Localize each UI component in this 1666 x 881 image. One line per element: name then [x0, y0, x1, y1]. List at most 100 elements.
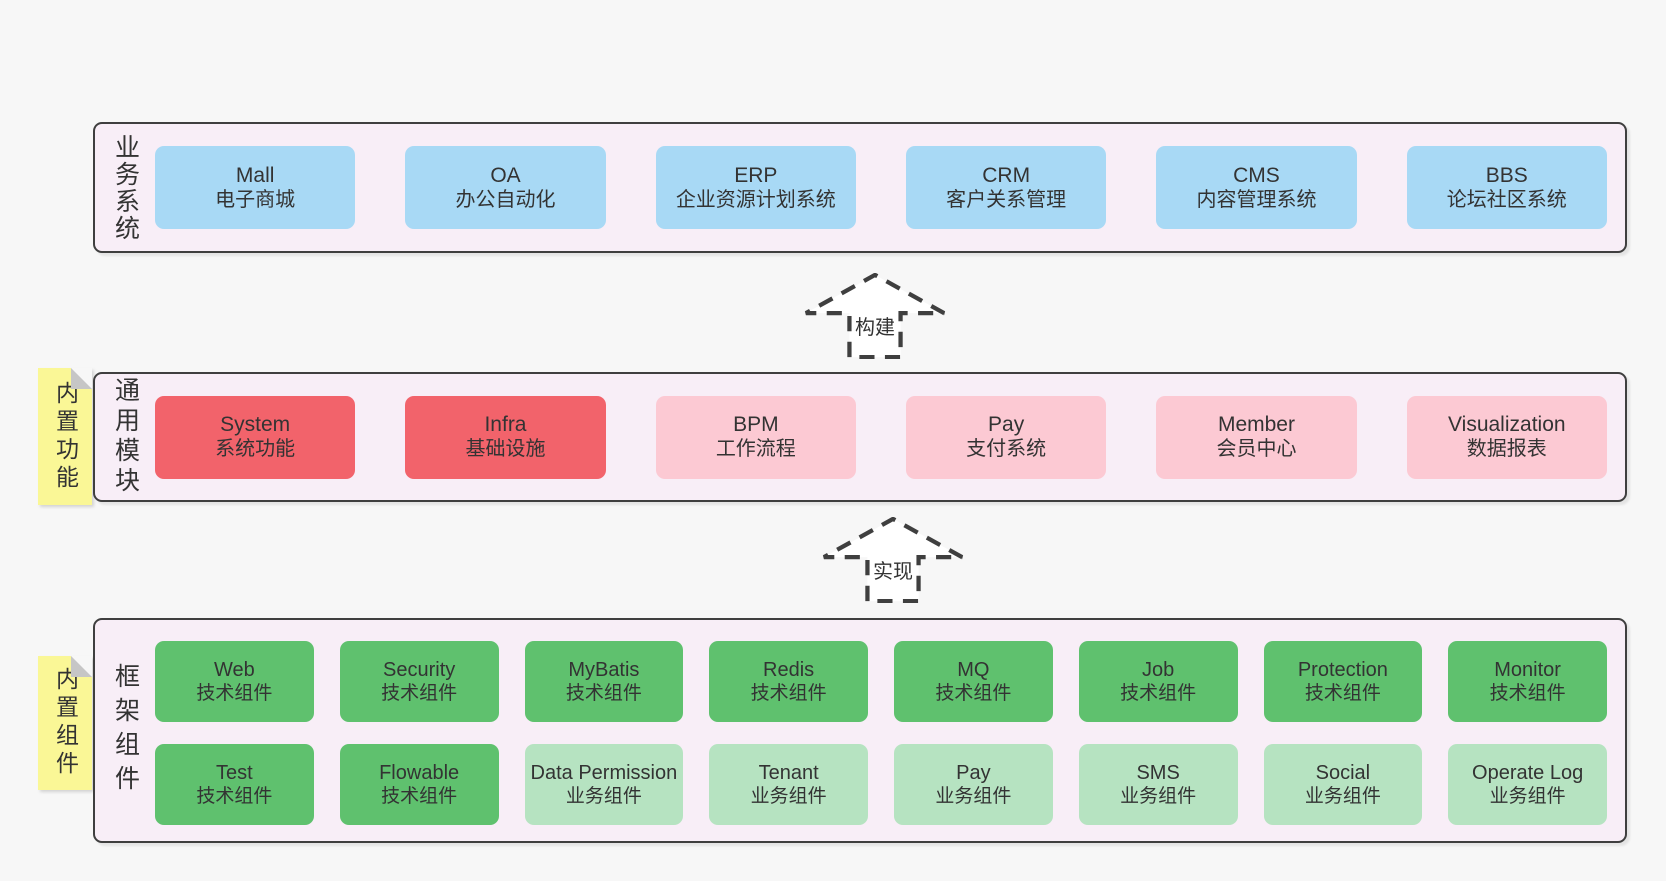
box-crm: CRM 客户关系管理 — [905, 146, 1107, 229]
up-block-arrow-icon — [822, 517, 964, 603]
box-title: Test — [216, 761, 253, 784]
box-title: Flowable — [379, 761, 460, 784]
box-title: Mall — [235, 163, 275, 187]
box-job: Job 技术组件 — [1078, 641, 1238, 722]
box-title: Protection — [1297, 658, 1388, 681]
box-mybatis: MyBatis 技术组件 — [524, 641, 684, 722]
box-pay-business: Pay 业务组件 — [894, 744, 1053, 825]
box-title: Infra — [484, 413, 527, 436]
box-subtitle: 业务组件 — [935, 785, 1012, 807]
built-in-features-tag: 内置功能 — [38, 368, 92, 505]
business-systems-row: Mall 电子商城 OA 办公自动化 ERP 企业资源计划系统 CRM 客户关系… — [155, 124, 1625, 251]
box-visualization: Visualization 数据报表 — [1406, 395, 1607, 479]
box-subtitle: 内容管理系统 — [1196, 188, 1317, 211]
box-title: Web — [213, 658, 255, 681]
box-subtitle: 技术组件 — [196, 785, 273, 807]
box-oa: OA 办公自动化 — [405, 146, 606, 229]
box-bpm: BPM 工作流程 — [655, 395, 856, 479]
box-title: Data Permission — [530, 761, 678, 784]
tag-text: 内置功能 — [52, 380, 79, 493]
box-subtitle: 技术组件 — [381, 682, 458, 704]
box-subtitle: 技术组件 — [565, 682, 642, 704]
box-web: Web 技术组件 — [155, 641, 314, 722]
box-title: Pay — [988, 413, 1025, 436]
box-title: System — [220, 413, 291, 436]
tag-text: 内置组件 — [52, 667, 79, 779]
box-subtitle: 技术组件 — [1489, 682, 1566, 704]
box-subtitle: 业务组件 — [1304, 785, 1381, 807]
panel-label-text: 通用模块 — [111, 377, 140, 497]
box-security: Security 技术组件 — [339, 641, 499, 722]
box-subtitle: 技术组件 — [1304, 682, 1381, 704]
panel-label-business-systems: 业务系统 — [95, 124, 155, 251]
box-sms: SMS 业务组件 — [1078, 744, 1238, 825]
box-bbs: BBS 论坛社区系统 — [1406, 146, 1607, 229]
box-subtitle: 会员中心 — [1216, 438, 1297, 460]
box-title: Member — [1217, 413, 1295, 436]
box-erp: ERP 企业资源计划系统 — [655, 146, 856, 229]
box-subtitle: 技术组件 — [750, 682, 827, 704]
box-subtitle: 技术组件 — [196, 682, 273, 704]
panel-label-common-modules: 通用模块 — [95, 374, 155, 500]
box-subtitle: 工作流程 — [715, 438, 796, 460]
box-mq: MQ 技术组件 — [894, 641, 1053, 722]
box-protection: Protection 技术组件 — [1263, 641, 1423, 722]
box-redis: Redis 技术组件 — [709, 641, 868, 722]
box-system: System 系统功能 — [155, 395, 356, 479]
folded-corner-icon — [71, 368, 92, 389]
box-subtitle: 支付系统 — [966, 438, 1047, 460]
box-subtitle: 论坛社区系统 — [1446, 188, 1567, 211]
arrow-label: 构建 — [855, 316, 895, 339]
box-title: Tenant — [758, 761, 819, 784]
build-arrow: 构建 — [804, 273, 946, 359]
box-member: Member 会员中心 — [1156, 395, 1357, 479]
box-title: ERP — [734, 163, 778, 187]
box-subtitle: 技术组件 — [935, 682, 1012, 704]
box-title: BPM — [733, 413, 779, 436]
box-infra: Infra 基础设施 — [405, 395, 606, 479]
box-title: MQ — [957, 658, 990, 681]
framework-components-grid: Web 技术组件 Security 技术组件 MyBatis 技术组件 Redi… — [155, 620, 1625, 841]
panel-label-text: 框架组件 — [111, 662, 140, 799]
box-title: MyBatis — [568, 658, 640, 681]
folded-corner-icon — [71, 656, 92, 677]
box-title: Social — [1315, 761, 1371, 784]
box-title: Operate Log — [1472, 761, 1584, 784]
box-subtitle: 数据报表 — [1466, 438, 1547, 460]
panel-framework-components: 框架组件 Web 技术组件 Security 技术组件 MyBatis 技术组件… — [93, 618, 1627, 843]
box-subtitle: 业务组件 — [565, 785, 642, 807]
box-title: Job — [1142, 658, 1175, 681]
box-subtitle: 技术组件 — [1120, 682, 1197, 704]
box-subtitle: 电子商城 — [215, 188, 296, 211]
box-cms: CMS 内容管理系统 — [1156, 146, 1357, 229]
box-title: CRM — [982, 163, 1031, 187]
box-test: Test 技术组件 — [155, 744, 314, 825]
arrow-label: 实现 — [873, 560, 913, 583]
box-pay: Pay 支付系统 — [905, 395, 1107, 479]
box-subtitle: 技术组件 — [381, 785, 458, 807]
up-block-arrow-icon — [804, 273, 946, 359]
box-subtitle: 业务组件 — [1489, 785, 1566, 807]
box-subtitle: 企业资源计划系统 — [675, 188, 836, 211]
box-title: Visualization — [1448, 413, 1566, 436]
panel-business-systems: 业务系统 Mall 电子商城 OA 办公自动化 ERP 企业资源计划系统 CRM… — [93, 122, 1627, 253]
box-monitor: Monitor 技术组件 — [1448, 641, 1607, 722]
panel-label-text: 业务系统 — [111, 133, 140, 242]
box-social: Social 业务组件 — [1263, 744, 1423, 825]
box-tenant: Tenant 业务组件 — [709, 744, 868, 825]
box-title: BBS — [1485, 163, 1528, 187]
panel-common-modules: 通用模块 System 系统功能 Infra 基础设施 BPM 工作流程 Pay… — [93, 372, 1627, 502]
box-subtitle: 办公自动化 — [455, 188, 556, 211]
box-data-permission: Data Permission 业务组件 — [524, 744, 684, 825]
common-modules-row: System 系统功能 Infra 基础设施 BPM 工作流程 Pay 支付系统… — [155, 374, 1625, 500]
panel-label-framework-components: 框架组件 — [95, 620, 155, 841]
box-title: CMS — [1233, 163, 1280, 187]
box-title: Pay — [956, 761, 991, 784]
box-subtitle: 基础设施 — [465, 438, 546, 460]
box-flowable: Flowable 技术组件 — [339, 744, 499, 825]
box-title: OA — [490, 163, 521, 187]
box-title: SMS — [1136, 761, 1180, 784]
box-subtitle: 业务组件 — [1120, 785, 1197, 807]
box-operate-log: Operate Log 业务组件 — [1448, 744, 1607, 825]
box-title: Redis — [763, 658, 815, 681]
